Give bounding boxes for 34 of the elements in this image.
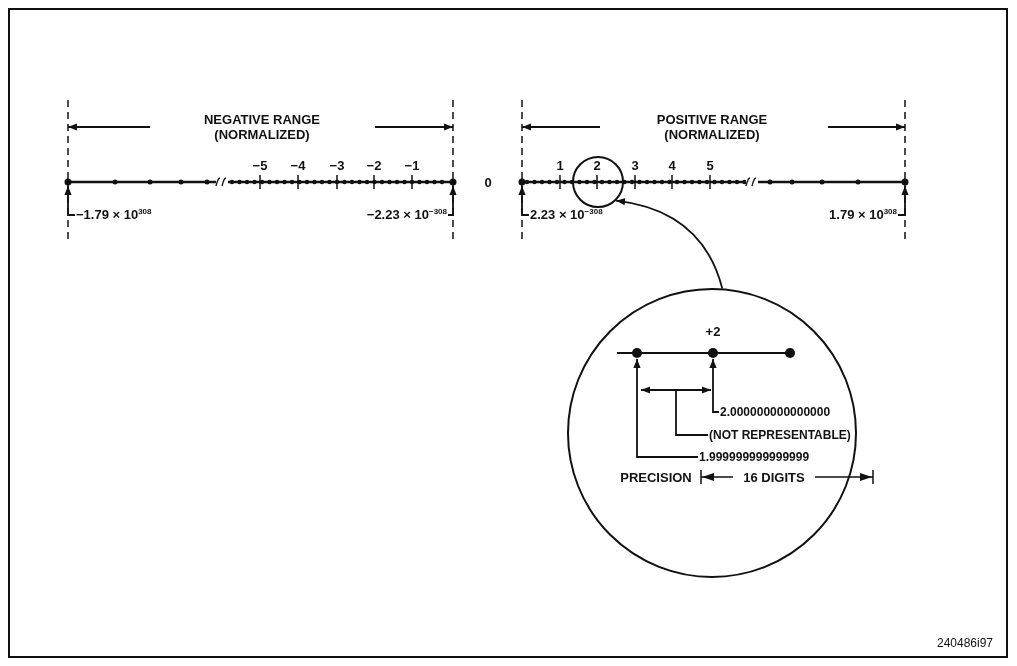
value-label: 2.23 × 10$^{−308}$ [530,207,603,223]
tick-label: +2 [704,324,722,339]
range-title: POSITIVE RANGE (NORMALIZED) [655,112,769,142]
tick-label: −1 [403,158,421,173]
value-label: −1.79 × 10$^{308}$ [76,207,152,223]
leader-line [897,185,909,216]
leader-line [675,390,709,436]
curved-arrow [615,198,724,290]
tick-label: 4 [667,158,677,173]
precision-label: PRECISION [619,470,693,485]
value-label: 1.79 × 10$^{308}$ [829,207,897,223]
digits-label: 16 DIGITS [742,470,806,485]
tick-label: 1 [555,158,565,173]
leader-line [64,185,76,216]
value-label: 2.000000000000000 [720,404,831,420]
tick-label: −4 [289,158,307,173]
tick-label: −3 [328,158,346,173]
tick-label: −2 [365,158,383,173]
tick-label: 2 [592,158,602,173]
figure-number: 240486i97 [935,636,995,651]
range-title: NEGATIVE RANGE (NORMALIZED) [202,112,322,142]
value-label: 1.999999999999999 [699,449,810,465]
zero-label: 0 [483,175,493,190]
leader-line [518,185,530,216]
magnifier-circle [572,156,624,208]
leader-line [633,358,699,458]
value-label: −2.23 × 10$^{−308}$ [366,207,447,223]
leader-line [447,185,457,216]
tick-label: 5 [705,158,715,173]
magnified-view-circle [567,288,857,578]
leader-line [709,358,720,413]
value-label: (NOT REPRESENTABLE) [709,427,851,443]
tick-label: −5 [251,158,269,173]
tick-label: 3 [630,158,640,173]
